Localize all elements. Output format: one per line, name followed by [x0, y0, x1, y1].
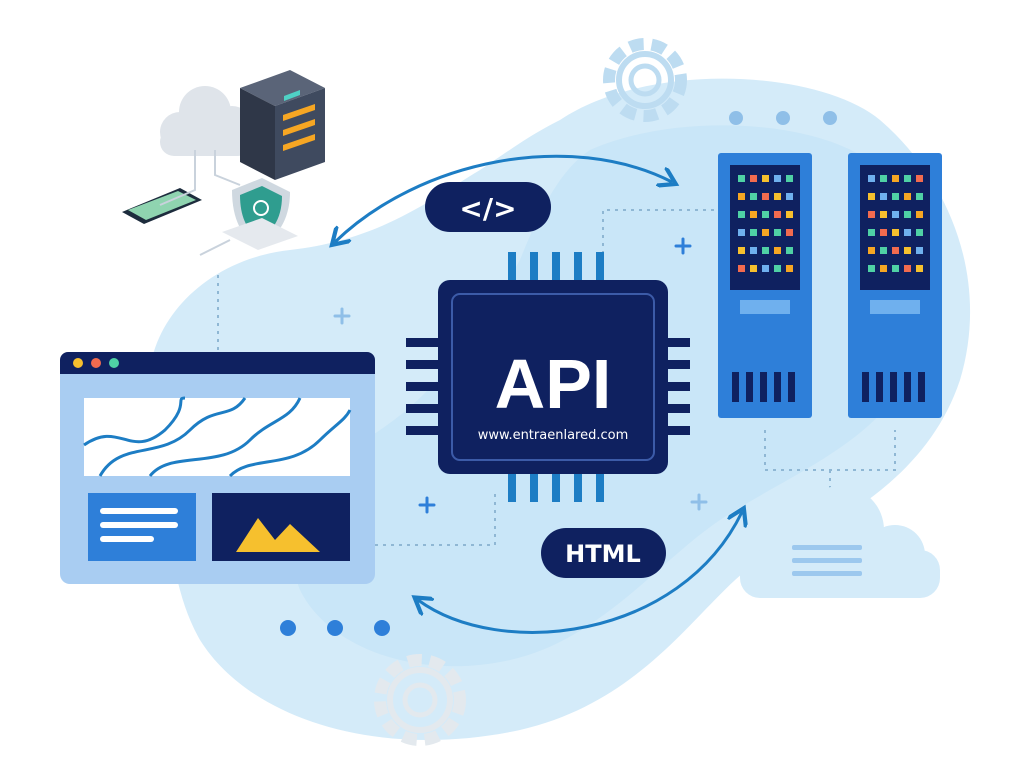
dots-top [729, 111, 837, 125]
server-led [762, 229, 769, 236]
server-leds [738, 175, 923, 272]
server-led [750, 229, 757, 236]
gear-icon [374, 654, 466, 746]
server-led [738, 175, 745, 182]
server-led [880, 175, 887, 182]
server-led [868, 265, 875, 272]
server-led [880, 247, 887, 254]
server-rack-icon [848, 153, 942, 418]
server-led [880, 265, 887, 272]
server-led [892, 193, 899, 200]
server-led [762, 193, 769, 200]
server-led [868, 175, 875, 182]
window-dot-green [109, 358, 119, 368]
server-led [786, 265, 793, 272]
browser-map-panel [84, 398, 350, 476]
arrow-bottom [418, 512, 742, 634]
server-led [904, 211, 911, 218]
mountain-icon [236, 518, 320, 552]
server-led [786, 247, 793, 254]
server-led [904, 247, 911, 254]
server-led [774, 265, 781, 272]
server-led [916, 229, 923, 236]
server-led [774, 247, 781, 254]
server-led [868, 211, 875, 218]
browser-window-icon [60, 352, 375, 584]
window-dot-red [91, 358, 101, 368]
server-led [904, 229, 911, 236]
server-led [904, 265, 911, 272]
microchip-icon: API www.entraenlared.com [406, 252, 690, 502]
server-led [892, 211, 899, 218]
dots-bottom [280, 620, 390, 636]
arrow-top [335, 154, 672, 242]
server-led [916, 193, 923, 200]
server-led [892, 265, 899, 272]
server-led [786, 229, 793, 236]
server-led [786, 193, 793, 200]
server-led [750, 247, 757, 254]
api-url: www.entraenlared.com [478, 428, 629, 443]
server-led [868, 229, 875, 236]
platform-base [222, 218, 298, 250]
chip-pins [508, 252, 604, 502]
server-tower-icon [240, 70, 325, 180]
gear-icon [603, 38, 687, 122]
code-badge: </> [425, 182, 551, 232]
server-led [892, 175, 899, 182]
server-led [892, 229, 899, 236]
cloud-server-icon [122, 70, 325, 256]
server-led [774, 211, 781, 218]
server-led [786, 211, 793, 218]
code-badge-label: </> [459, 192, 516, 225]
server-led [762, 265, 769, 272]
server-led [904, 193, 911, 200]
server-led [916, 265, 923, 272]
server-led [750, 175, 757, 182]
server-led [774, 193, 781, 200]
server-rack-icon [718, 153, 812, 418]
cloud-icon [740, 486, 940, 598]
server-led [904, 175, 911, 182]
window-dot-yellow [73, 358, 83, 368]
server-led [750, 193, 757, 200]
phone-device-icon [122, 188, 202, 224]
server-led [738, 211, 745, 218]
server-led [750, 211, 757, 218]
html-badge: HTML [541, 528, 666, 578]
html-badge-label: HTML [565, 540, 641, 568]
server-led [880, 211, 887, 218]
server-led [916, 211, 923, 218]
server-led [762, 175, 769, 182]
cloud-icon [160, 86, 252, 156]
server-led [738, 193, 745, 200]
server-led [762, 247, 769, 254]
server-led [774, 229, 781, 236]
server-led [868, 193, 875, 200]
server-led [750, 265, 757, 272]
server-led [774, 175, 781, 182]
server-led [738, 229, 745, 236]
api-title: API [495, 345, 612, 423]
server-led [738, 265, 745, 272]
server-led [762, 211, 769, 218]
server-led [738, 247, 745, 254]
server-led [786, 175, 793, 182]
server-led [892, 247, 899, 254]
server-led [880, 193, 887, 200]
server-led [868, 247, 875, 254]
server-led [916, 247, 923, 254]
server-led [916, 175, 923, 182]
server-led [880, 229, 887, 236]
